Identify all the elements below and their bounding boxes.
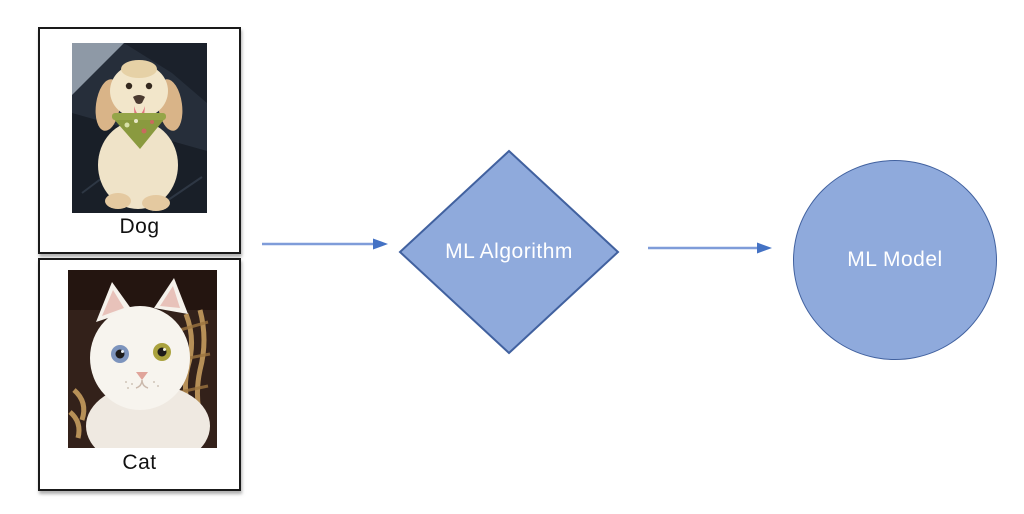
ml-algorithm-node: ML Algorithm xyxy=(398,149,620,355)
arrow-algorithm-to-model-icon xyxy=(648,242,772,254)
cat-photo xyxy=(68,270,217,448)
dog-input-box: Dog xyxy=(38,27,241,254)
cat-input-box: Cat xyxy=(38,258,241,491)
ml-model-label: ML Model xyxy=(847,248,943,271)
dog-photo xyxy=(72,43,207,213)
diamond-shape-icon xyxy=(398,149,620,355)
arrow-inputs-to-algorithm-icon xyxy=(262,238,388,250)
ml-model-node: ML Model xyxy=(793,160,997,360)
cat-label: Cat xyxy=(122,451,157,474)
dog-label: Dog xyxy=(119,215,160,238)
